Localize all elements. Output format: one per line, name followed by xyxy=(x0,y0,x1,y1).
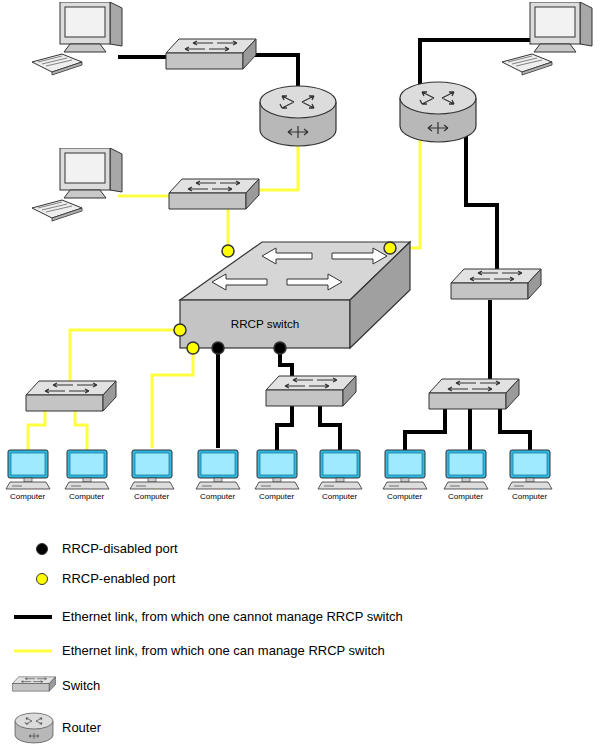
computer-node: Computer xyxy=(438,448,494,504)
ethernet-link xyxy=(216,352,220,448)
network-icons xyxy=(26,2,592,411)
black-links xyxy=(118,40,534,452)
legend-text: Ethernet link, from which one can manage… xyxy=(62,643,385,659)
computer-label: Computer xyxy=(259,492,294,502)
legend-text: Router xyxy=(62,720,101,736)
computer-icon xyxy=(190,448,246,492)
computer-icon xyxy=(59,448,115,492)
computer-icon xyxy=(377,448,433,492)
computer-label: Computer xyxy=(387,492,422,502)
legend-text: Switch xyxy=(62,678,100,694)
computer-icon xyxy=(0,448,56,492)
switch-label: RRCP switch xyxy=(180,316,350,332)
computer-node: Computer xyxy=(59,448,115,504)
computer-node: Computer xyxy=(502,448,558,504)
legend-port-dot xyxy=(36,573,48,585)
computer-label: Computer xyxy=(512,492,547,502)
computer-icon xyxy=(502,448,558,492)
rrcp-switch-shape xyxy=(172,238,414,352)
computer-node: Computer xyxy=(312,448,368,504)
legend-samples xyxy=(12,617,55,743)
computer-icon xyxy=(249,448,305,492)
computer-label: Computer xyxy=(448,492,483,502)
computer-label: Computer xyxy=(200,492,235,502)
legend-text: RRCP-enabled port xyxy=(62,571,175,587)
rrcp-switch: RRCP switch xyxy=(172,238,414,352)
computer-icon xyxy=(124,448,180,492)
computer-label: Computer xyxy=(10,492,45,502)
legend-port-dot xyxy=(36,543,48,555)
computer-node: Computer xyxy=(249,448,305,504)
computer-node: Computer xyxy=(124,448,180,504)
computer-label: Computer xyxy=(69,492,104,502)
computer-icon xyxy=(312,448,368,492)
computer-node: Computer xyxy=(377,448,433,504)
computer-label: Computer xyxy=(134,492,169,502)
legend-text: Ethernet link, from which one cannot man… xyxy=(62,609,403,625)
computer-node: Computer xyxy=(0,448,56,504)
computer-node: Computer xyxy=(190,448,246,504)
legend-text: RRCP-disabled port xyxy=(62,541,178,557)
computer-icon xyxy=(438,448,494,492)
ethernet-link xyxy=(152,352,193,448)
computer-label: Computer xyxy=(322,492,357,502)
